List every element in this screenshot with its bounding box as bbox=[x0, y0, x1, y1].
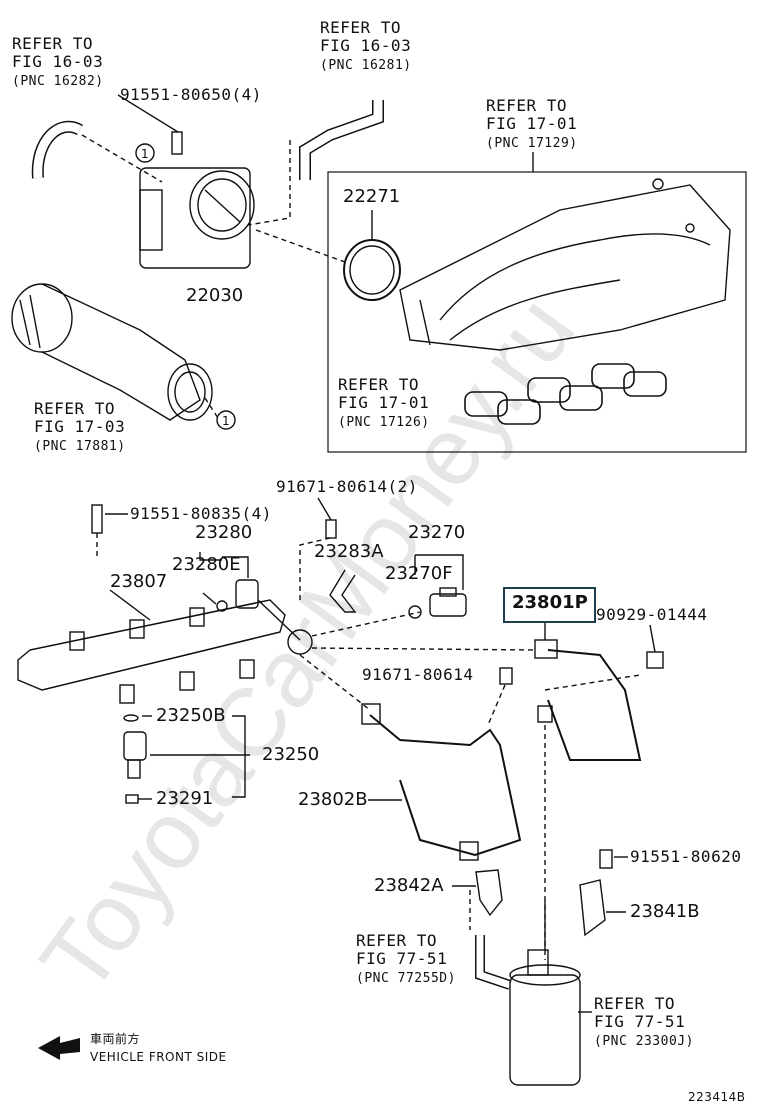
part-label-23280: 23280 bbox=[195, 522, 253, 543]
dash-line bbox=[311, 647, 536, 651]
manifold-group-frame bbox=[327, 171, 747, 453]
o-ring-icon bbox=[216, 600, 228, 612]
circle-marker-label: 1 bbox=[141, 147, 150, 161]
part-label-23283a: 23283A bbox=[314, 541, 384, 562]
throttle-body-icon bbox=[139, 167, 255, 269]
part-label-23291: 23291 bbox=[156, 788, 214, 809]
part-label-23842a: 23842A bbox=[374, 875, 444, 896]
dash-line bbox=[487, 684, 506, 726]
part-label-23250: 23250 bbox=[262, 744, 320, 765]
manifold-gasket-icon bbox=[464, 363, 667, 425]
canister-icon bbox=[509, 900, 581, 1086]
fuel-tube-icon bbox=[534, 639, 642, 761]
dash-line bbox=[544, 674, 641, 691]
arrow-left-icon bbox=[38, 1036, 80, 1060]
part-label-91551-80650: 91551-80650(4) bbox=[120, 85, 262, 104]
pulsation-damper-icon bbox=[429, 587, 467, 617]
clamp-icon bbox=[646, 651, 664, 669]
clip-icon bbox=[329, 569, 357, 613]
circle-marker-label: 1 bbox=[222, 414, 231, 428]
part-label-23801p: 23801P bbox=[512, 592, 588, 613]
part-label-23802b: 23802B bbox=[298, 789, 368, 810]
part-label-91671-80614-2: 91671-80614(2) bbox=[276, 477, 418, 496]
part-label-23250b: 23250B bbox=[156, 705, 226, 726]
fuel-tube-icon bbox=[361, 703, 522, 861]
direction-label-en: VEHICLE FRONT SIDE bbox=[90, 1050, 227, 1064]
bolt-icon bbox=[91, 504, 103, 534]
injector-icon bbox=[123, 714, 147, 804]
bolt-icon bbox=[599, 849, 613, 869]
part-label-90929-01444: 90929-01444 bbox=[596, 605, 708, 624]
figure-id: 223414B bbox=[688, 1090, 746, 1104]
ref-label-fig-17-03: REFER TO FIG 17-03 (PNC 17881) bbox=[34, 399, 126, 455]
dash-line bbox=[255, 229, 346, 263]
part-label-23270f: 23270F bbox=[385, 563, 453, 584]
part-label-23280e: 23280E bbox=[172, 554, 241, 575]
circle-marker-icon bbox=[135, 143, 155, 163]
ref-label-fig-77-51-hose: REFER TO FIG 77-51 (PNC 77255D) bbox=[356, 931, 456, 987]
direction-label-jp: 車両前方 bbox=[90, 1032, 141, 1046]
air-hose-icon bbox=[11, 283, 213, 421]
dash-line bbox=[81, 134, 163, 183]
highlighted-part-box bbox=[503, 587, 596, 623]
circle-marker-icon bbox=[216, 410, 236, 430]
dash-line bbox=[299, 537, 331, 600]
ref-label-fig-17-01-gasket: REFER TO FIG 17-01 (PNC 17126) bbox=[338, 375, 430, 431]
part-label-22271: 22271 bbox=[343, 186, 401, 207]
pressure-damper-icon bbox=[235, 579, 313, 655]
ref-label-fig-16-03-pipe: REFER TO FIG 16-03 (PNC 16281) bbox=[320, 18, 412, 74]
part-label-23270: 23270 bbox=[408, 522, 466, 543]
o-ring-icon bbox=[408, 605, 422, 619]
part-label-91551-80835: 91551-80835(4) bbox=[130, 504, 272, 523]
ref-label-fig-17-01-manifold: REFER TO FIG 17-01 (PNC 17129) bbox=[486, 96, 578, 152]
bolt-icon bbox=[325, 519, 337, 539]
part-label-23807: 23807 bbox=[110, 571, 168, 592]
gasket-icon bbox=[343, 239, 401, 301]
dash-line bbox=[204, 397, 219, 419]
bracket-icon bbox=[475, 869, 503, 917]
bolt-icon bbox=[171, 131, 183, 155]
bolt-icon bbox=[499, 667, 513, 685]
ref-label-fig-16-03-hose: REFER TO FIG 16-03 (PNC 16282) bbox=[12, 34, 104, 90]
part-label-91671-80614: 91671-80614 bbox=[362, 665, 474, 684]
ref-label-fig-77-51-canister: REFER TO FIG 77-51 (PNC 23300J) bbox=[594, 994, 694, 1050]
bracket-icon bbox=[579, 879, 606, 937]
intake-manifold-icon bbox=[399, 178, 731, 351]
part-label-22030: 22030 bbox=[186, 285, 244, 306]
dash-line bbox=[299, 654, 371, 711]
part-label-91551-80620: 91551-80620 bbox=[630, 847, 742, 866]
dash-line bbox=[311, 611, 421, 637]
part-label-23841b: 23841B bbox=[630, 901, 700, 922]
fuel-rail-icon bbox=[17, 599, 286, 704]
dash-line bbox=[247, 140, 291, 226]
